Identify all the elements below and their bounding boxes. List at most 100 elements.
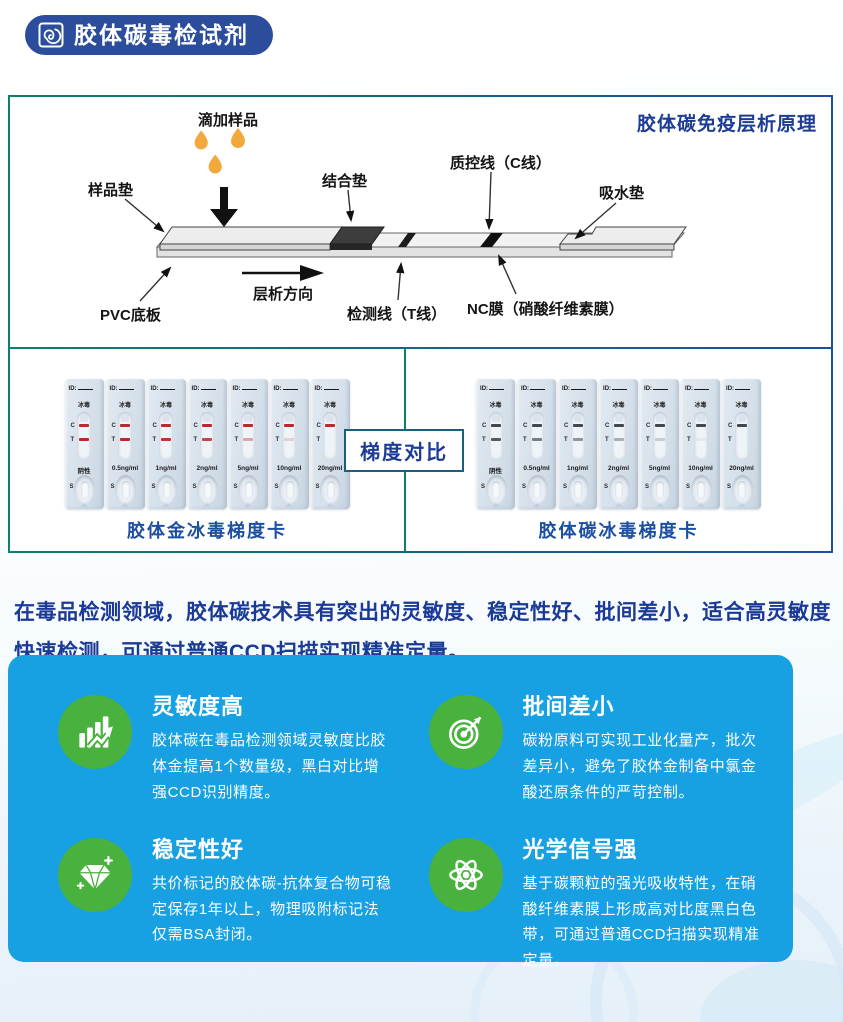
label-test-line: 检测线（T线）	[347, 306, 447, 323]
s-well-letter: S	[233, 484, 238, 490]
sample-well-slot	[162, 481, 171, 498]
t-line-band	[613, 438, 624, 441]
id-text: ID:	[562, 386, 571, 392]
s-well-letter: S	[481, 484, 486, 490]
result-window	[200, 412, 215, 459]
t-line-band	[654, 438, 665, 441]
sample-well-slot	[697, 481, 706, 498]
c-line-letter: C	[316, 423, 321, 429]
id-blank-line	[571, 384, 587, 390]
c-line-band	[120, 424, 131, 427]
gold-panel-caption: 胶体金冰毒梯度卡	[127, 521, 288, 541]
cassette-id-label: ID:	[521, 384, 546, 392]
feature-title: 光学信号强	[522, 836, 638, 862]
result-window	[652, 412, 667, 459]
sample-well-slot	[80, 481, 89, 498]
label-sample-pad: 样品垫	[88, 182, 134, 199]
t-line-letter: T	[728, 437, 732, 443]
c-line-letter: C	[687, 423, 692, 429]
cassette-id-label: ID:	[274, 384, 298, 392]
analyte-label: 冰毒	[735, 403, 748, 409]
id-blank-line	[653, 384, 669, 390]
window-tab	[614, 414, 623, 422]
t-line-band	[284, 438, 295, 441]
concentration-label: 阴性	[77, 468, 91, 475]
cassette-notch	[737, 503, 746, 507]
result-window	[159, 412, 174, 459]
result-window	[529, 412, 544, 459]
sample-well	[567, 475, 589, 504]
concentration-label: 10ng/ml	[688, 465, 713, 472]
sample-well-slot	[656, 481, 665, 498]
s-well-letter: S	[151, 484, 156, 490]
drop-arrow-icon	[210, 187, 238, 227]
test-cassette: ID: 冰毒 C T 阴性 S	[64, 379, 104, 509]
s-well-letter: S	[274, 484, 279, 490]
feature-optical-signal: 光学信号强 基于碳颗粒的强光吸收特性，在硝酸纤维素膜上形成高对比度黑白色带，可通…	[428, 836, 766, 974]
cassette-notch	[655, 503, 664, 507]
s-well-letter: S	[110, 484, 115, 490]
target-icon	[428, 695, 503, 769]
cassette-id-label: ID:	[315, 384, 339, 392]
c-line-letter: C	[523, 423, 528, 429]
concentration-label: 阴性	[489, 468, 503, 475]
sample-well	[197, 475, 219, 504]
analyte-label: 冰毒	[119, 403, 132, 409]
t-line-letter: T	[70, 437, 75, 443]
id-text: ID:	[191, 386, 200, 392]
cassette-notch	[203, 503, 212, 507]
t-line-letter: T	[234, 437, 239, 443]
c-line-letter: C	[646, 423, 651, 429]
t-line-band	[202, 438, 213, 441]
id-blank-line	[77, 384, 93, 390]
growth-chart-icon	[58, 695, 132, 769]
t-line-letter: T	[482, 437, 486, 443]
analyte-label: 冰毒	[530, 403, 543, 409]
sample-well	[320, 475, 342, 504]
analyte-label: 冰毒	[201, 403, 214, 409]
diagram-title: 胶体碳免疫层析原理	[636, 114, 817, 135]
cassette-id-label: ID:	[151, 384, 175, 392]
analyte-label: 冰毒	[78, 403, 91, 409]
carbon-panel-caption: 胶体碳冰毒梯度卡	[538, 521, 699, 541]
brand-spiral-logo-icon	[38, 22, 64, 48]
analyte-label: 冰毒	[653, 403, 666, 409]
c-line-letter: C	[70, 423, 75, 429]
id-blank-line	[159, 384, 175, 390]
t-line-letter: T	[316, 437, 321, 443]
s-well-letter: S	[315, 484, 320, 490]
label-control-line: 质控线（C线）	[450, 155, 551, 172]
s-well-letter: S	[69, 484, 74, 490]
window-tab	[162, 414, 171, 422]
c-line-letter: C	[564, 423, 569, 429]
t-line-band	[531, 438, 542, 441]
feature-body: 碳粉原料可实现工业化量产，批次差异小，避免了胶体金制备中氯金酸还原条件的严苛控制…	[522, 732, 757, 801]
id-blank-line	[241, 384, 257, 390]
sample-well-slot	[738, 481, 747, 498]
id-blank-line	[323, 384, 339, 390]
label-nc-membrane: NC膜（硝酸纤维素膜）	[467, 301, 624, 318]
test-strip-illustration	[124, 128, 687, 302]
cassette-id-label: ID:	[69, 384, 93, 392]
cassette-id-label: ID:	[192, 384, 216, 392]
page-title: 胶体碳毒检试剂	[74, 21, 249, 48]
cassette-notch	[80, 503, 89, 507]
label-conjugate-pad: 结合垫	[322, 173, 368, 190]
cassette-id-label: ID:	[233, 384, 257, 392]
window-tab	[80, 414, 89, 422]
cassette-notch	[491, 503, 500, 507]
analyte-label: 冰毒	[694, 403, 707, 409]
id-text: ID:	[150, 386, 159, 392]
sample-pad-shape	[159, 226, 343, 251]
c-line-band	[736, 424, 747, 427]
feature-title: 稳定性好	[152, 836, 245, 862]
cassette-id-label: ID:	[603, 384, 628, 392]
concentration-label: 10ng/ml	[276, 465, 302, 472]
t-line-band	[243, 438, 254, 441]
concentration-label: 20ng/ml	[729, 465, 754, 472]
